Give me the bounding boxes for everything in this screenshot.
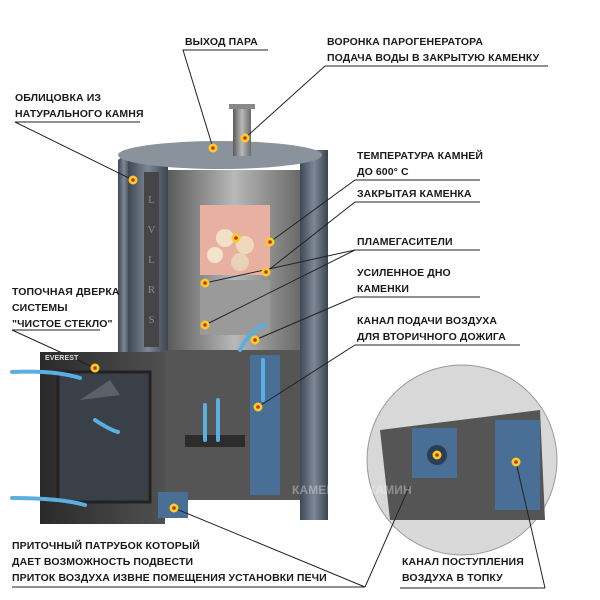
door-logo: EVEREST (45, 355, 79, 362)
stone-cladding-right (300, 150, 328, 520)
side-brand-text: LVLRS (147, 194, 156, 326)
callout-markers (90, 133, 521, 513)
steam-funnel (233, 108, 251, 156)
label-steam-outlet: ВЫХОД ПАРА (185, 36, 258, 48)
grate (185, 435, 245, 447)
label-flame-arresters: ПЛАМЕГАСИТЕЛИ (357, 236, 453, 248)
stone-top (118, 141, 322, 169)
side-brand-strip (144, 172, 159, 347)
air-arrows (10, 323, 267, 507)
watermark: КАМЕННЫЙ КАМИН (292, 483, 412, 497)
label-closed-heater: ЗАКРЫТАЯ КАМЕНКА (357, 188, 472, 200)
leader-lines (11, 49, 548, 589)
